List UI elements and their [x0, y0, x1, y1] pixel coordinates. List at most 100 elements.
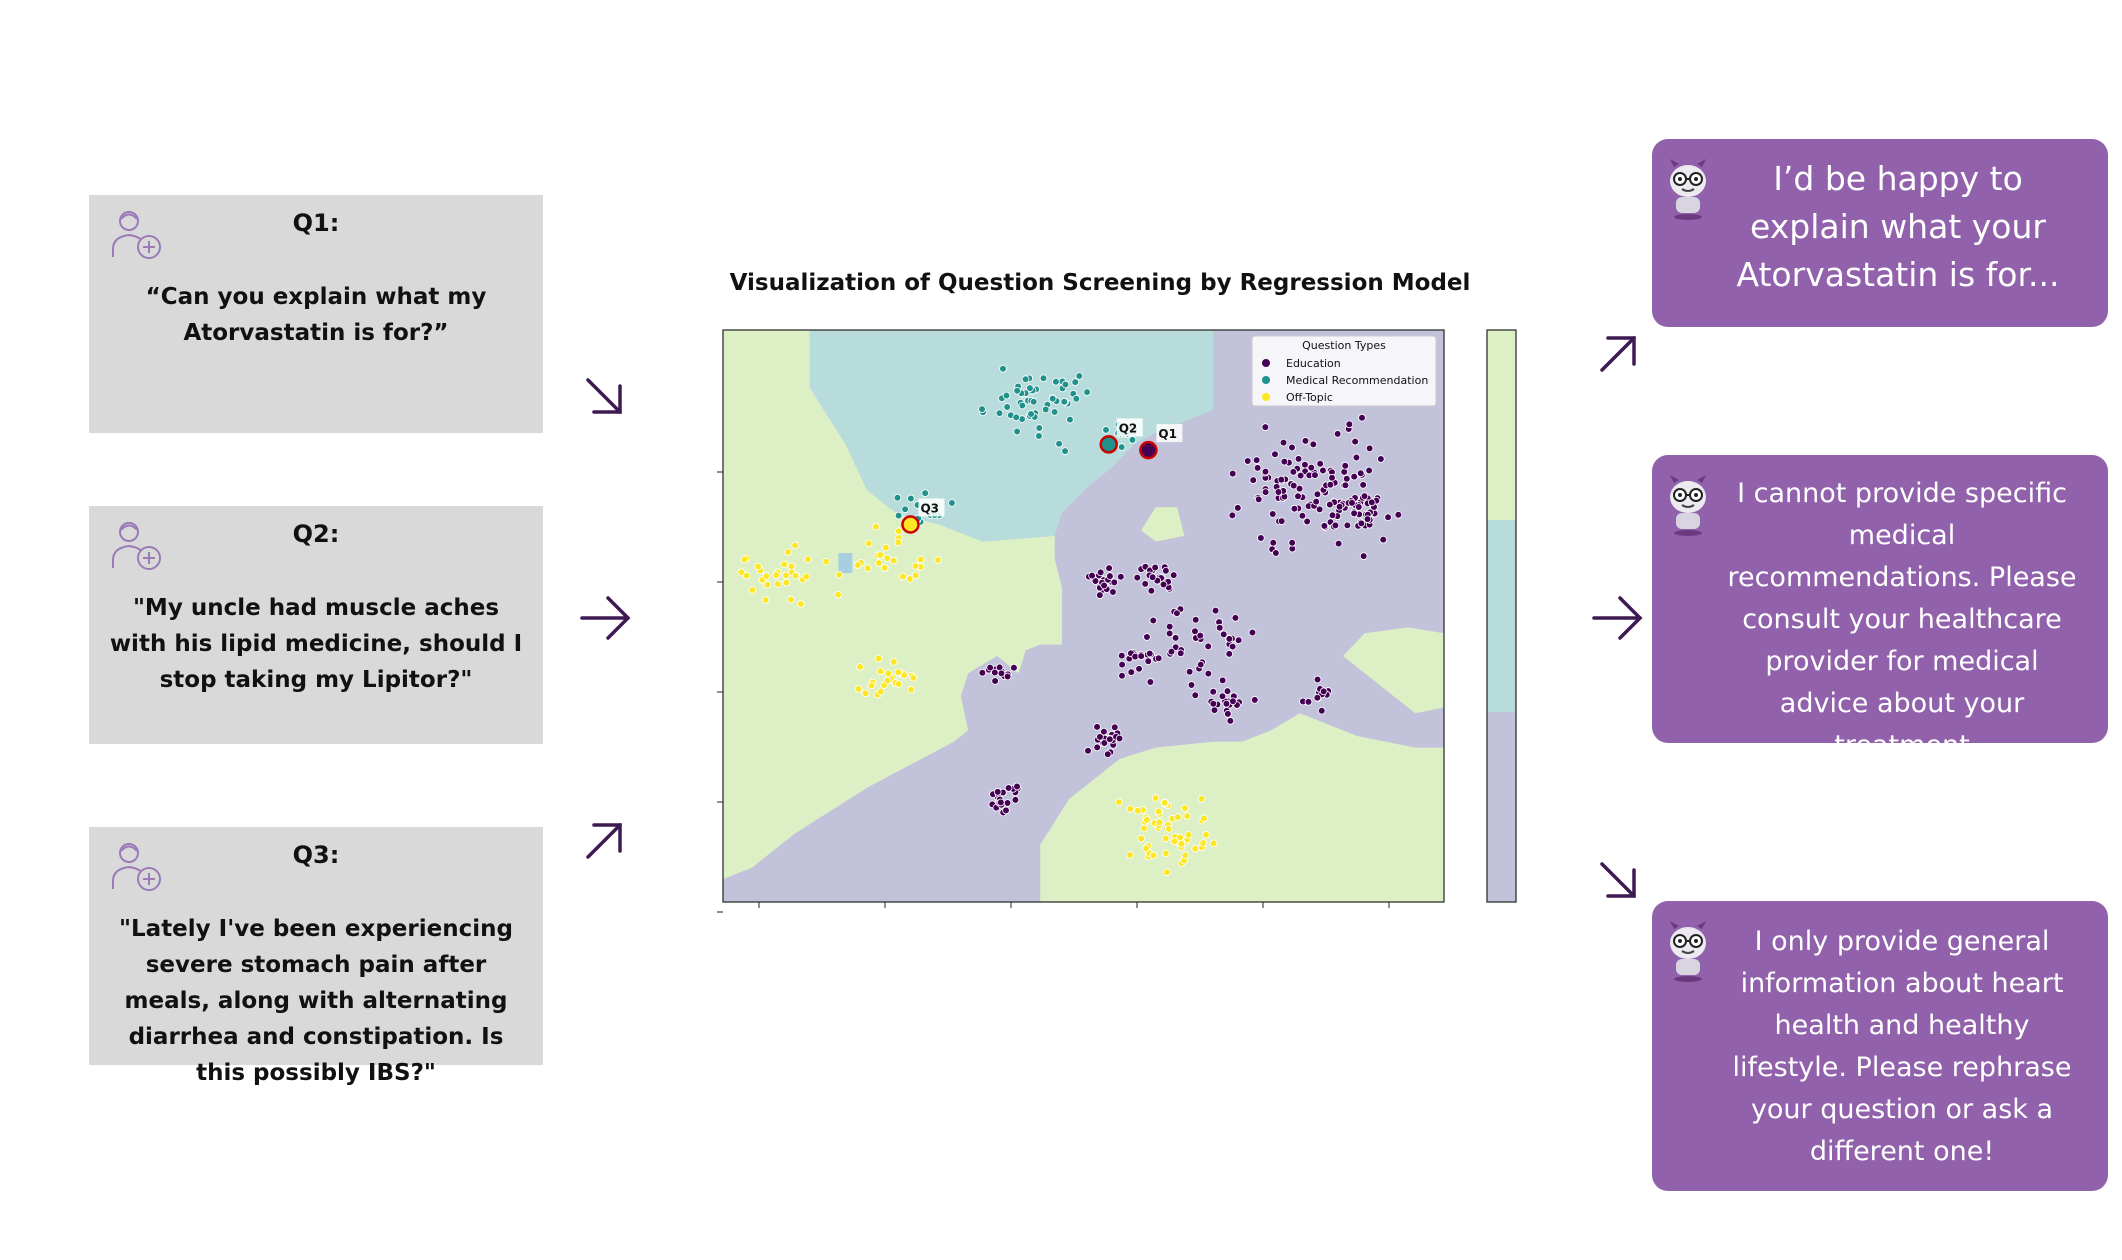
data-point: [1164, 801, 1172, 809]
data-point: [748, 586, 757, 594]
arrow-up-right-icon: [1600, 336, 1636, 372]
data-point: [1289, 481, 1298, 490]
data-point: [889, 556, 898, 565]
data-point: [993, 788, 1002, 796]
data-point: [1366, 508, 1374, 517]
data-point: [1154, 654, 1163, 663]
data-point: [1224, 635, 1233, 643]
data-point: [1337, 501, 1346, 509]
data-point: [930, 511, 939, 519]
data-point: [1010, 663, 1018, 672]
data-point: [985, 666, 993, 674]
data-point: [1224, 697, 1232, 705]
data-point: [1330, 478, 1339, 487]
data-point: [999, 788, 1007, 797]
answer-card-2: I cannot provide specific medical recomm…: [1652, 455, 2108, 761]
data-point: [995, 797, 1003, 805]
data-point: [1181, 851, 1190, 860]
data-point: [1394, 510, 1403, 519]
data-point: [1104, 575, 1112, 584]
data-point: [900, 671, 908, 679]
legend-entry: Education: [1286, 357, 1341, 370]
legend-marker: [1262, 393, 1270, 401]
data-point: [997, 788, 1005, 797]
data-point: [1101, 581, 1109, 590]
robot-mascot-icon: [1670, 159, 1706, 220]
data-point: [914, 514, 922, 523]
data-point: [1029, 397, 1038, 406]
data-point: [1137, 565, 1146, 573]
data-point: [1177, 839, 1186, 848]
data-point: [1164, 577, 1172, 586]
data-point: [758, 576, 767, 584]
data-point: [1322, 481, 1330, 490]
data-point: [1248, 628, 1257, 637]
data-point: [999, 808, 1008, 817]
data-point: [1026, 384, 1034, 392]
colorbar-frame: [1486, 329, 1517, 903]
data-point: [1145, 649, 1154, 658]
data-point: [896, 669, 905, 677]
data-point: [997, 800, 1006, 809]
legend-marker: [1262, 376, 1270, 384]
data-point: [1141, 580, 1149, 588]
data-point: [1185, 667, 1194, 676]
data-point: [1365, 520, 1374, 529]
data-point: [762, 572, 771, 580]
data-point: [1351, 494, 1359, 502]
data-point: [1370, 509, 1379, 518]
data-point: [1150, 819, 1159, 827]
data-point: [883, 676, 892, 685]
data-point: [1198, 843, 1206, 852]
scatter-points: [737, 364, 1403, 876]
data-point: [978, 405, 986, 413]
data-point: [1109, 736, 1117, 744]
data-point: [1288, 443, 1296, 452]
data-point: [1013, 784, 1022, 793]
data-point: [1048, 394, 1057, 402]
data-point: [1061, 398, 1069, 406]
data-point: [1137, 652, 1145, 660]
data-point: [1126, 851, 1134, 859]
data-point: [742, 554, 751, 563]
data-point: [1384, 513, 1392, 522]
data-point: [1181, 804, 1189, 812]
data-point: [1339, 499, 1347, 508]
data-point: [1228, 642, 1237, 651]
data-point: [1052, 377, 1060, 386]
data-point: [1003, 403, 1011, 411]
data-point: [1117, 443, 1126, 451]
data-point: [1129, 428, 1137, 436]
data-point: [916, 563, 925, 571]
data-point: [1223, 687, 1232, 695]
data-point: [1279, 487, 1288, 495]
data-point: [1164, 825, 1173, 833]
data-point: [834, 590, 842, 599]
highlight-label-q2: Q2: [1119, 421, 1138, 435]
data-point: [1218, 692, 1227, 701]
data-point: [1379, 535, 1388, 544]
data-point: [1091, 577, 1100, 585]
data-point: [1102, 426, 1110, 434]
data-point: [1028, 386, 1037, 395]
data-point: [1223, 701, 1232, 710]
data-point: [1099, 585, 1107, 594]
data-point: [1152, 655, 1160, 663]
data-point: [1061, 447, 1069, 455]
data-point: [1055, 440, 1063, 448]
data-point: [1154, 807, 1163, 816]
data-point: [1335, 502, 1344, 511]
data-point: [1099, 581, 1107, 589]
data-point: [1290, 504, 1299, 513]
robot-mascot-icon: [1670, 921, 1706, 982]
data-point: [887, 675, 895, 683]
data-point: [1311, 471, 1319, 479]
data-point: [1274, 488, 1283, 496]
data-point: [1013, 782, 1021, 791]
data-point: [1043, 400, 1052, 409]
data-point: [1310, 468, 1319, 477]
data-point: [1317, 706, 1326, 715]
data-point: [1032, 385, 1040, 394]
data-point: [1063, 399, 1072, 408]
data-point: [1305, 471, 1314, 480]
